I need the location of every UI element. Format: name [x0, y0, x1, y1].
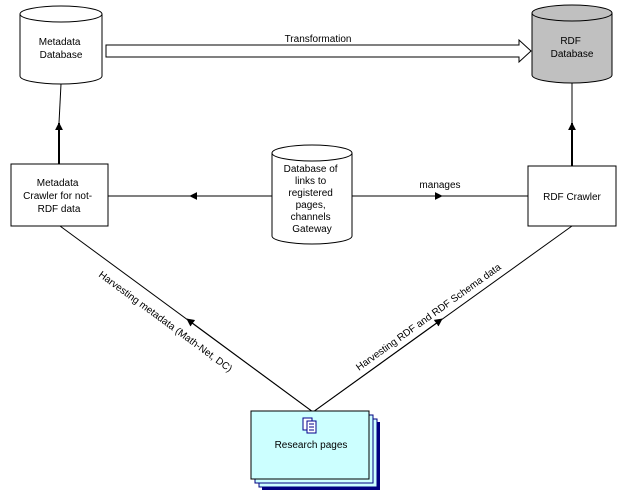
harvest-rdf-label: Harvesting RDF and RDF Schema data: [354, 262, 503, 374]
links-database-body: [271, 153, 353, 245]
research-pages-node[interactable]: Research pages: [250, 410, 380, 490]
manages-label: manages: [419, 180, 460, 191]
metadata-database-label-line: Database: [40, 50, 83, 61]
metadata-database-label-line: Metadata: [39, 37, 81, 48]
transformation-edge: Transformation: [105, 34, 532, 64]
research-pages-label: Research pages: [275, 440, 348, 451]
links-database-label: Database of links to registered pages, c…: [284, 164, 341, 235]
rdf-crawler-label: RDF Crawler: [543, 192, 601, 203]
harvest-metadata-label: Harvesting metadata (Math-Net, DC): [96, 270, 234, 375]
harvest-rdf-arrow: [312, 318, 443, 413]
harvest-rdf-edge: Harvesting RDF and RDF Schema data: [312, 225, 573, 413]
harvest-metadata-edge: Harvesting metadata (Math-Net, DC): [59, 225, 314, 413]
metadata-database-node[interactable]: Metadata Database: [19, 5, 103, 85]
links-database-label-line: channels: [291, 212, 331, 223]
rdf-database-top: [531, 4, 613, 22]
rdf-database-label-line: RDF: [560, 36, 581, 47]
rdf-database-body: [531, 13, 613, 84]
metadata-crawler-node[interactable]: Metadata Crawler for not- RDF data: [10, 163, 109, 227]
rdf-database-node[interactable]: RDF Database: [531, 4, 613, 84]
metadata-crawler-label-line: Metadata: [37, 178, 79, 189]
links-database-label-line: Database of: [284, 164, 338, 175]
metadata-crawler-to-db-edge: [55, 83, 63, 164]
rdf-crawler-node[interactable]: RDF Crawler: [527, 165, 617, 227]
harvest-metadata-arrow: [186, 318, 314, 413]
links-database-label-line: registered: [288, 188, 332, 199]
metadata-db-connector-line: [58, 83, 62, 124]
links-database-label-line: pages,: [296, 200, 326, 211]
manages-edge: manages: [352, 180, 528, 200]
metadata-crawler-label: Metadata Crawler for not- RDF data: [23, 178, 95, 215]
rdf-database-label: RDF Database: [551, 36, 594, 60]
transformation-arrow: [105, 38, 532, 64]
metadata-crawler-label-line: Crawler for not-: [23, 191, 92, 202]
links-database-top: [271, 144, 353, 162]
links-database-label-line: links to: [295, 176, 327, 187]
rdf-database-label-line: Database: [551, 49, 594, 60]
metadata-database-top: [19, 5, 103, 23]
links-database-label-line: Gateway: [292, 224, 331, 235]
document-icon: [302, 417, 317, 434]
transformation-label: Transformation: [285, 34, 352, 45]
links-database-node[interactable]: Database of links to registered pages, c…: [271, 144, 353, 245]
metadata-crawler-label-line: RDF data: [38, 204, 81, 215]
metadata-crawler-box: [10, 163, 109, 227]
metadata-database-body: [19, 14, 103, 85]
metadata-database-label: Metadata Database: [39, 37, 83, 61]
